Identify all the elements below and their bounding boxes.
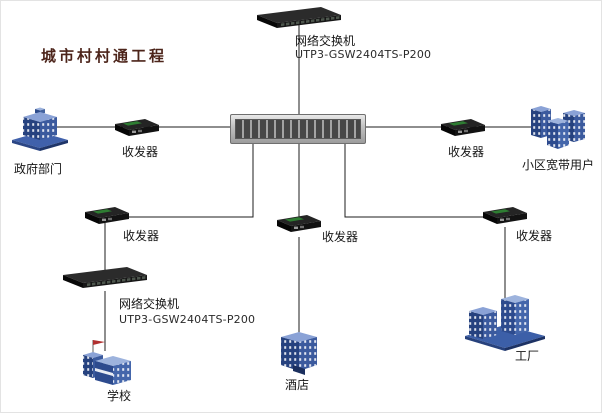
school-building-icon xyxy=(71,337,135,391)
transceiver-center-icon xyxy=(273,209,325,237)
top-switch-label: 网络交换机 xyxy=(295,34,356,48)
community-buildings-icon xyxy=(527,101,591,153)
bottom-switch-label: 网络交换机 xyxy=(119,297,180,311)
government-label: 政府部门 xyxy=(14,162,63,176)
factory-label: 工厂 xyxy=(515,349,540,363)
transceiver-right-middle-label: 收发器 xyxy=(516,229,553,243)
transceiver-left-middle-icon xyxy=(81,201,133,229)
community-label: 小区宽带用户 xyxy=(522,158,595,172)
transceiver-right-top-label: 收发器 xyxy=(448,145,485,159)
transceiver-right-top-icon xyxy=(437,113,489,141)
hotel-building-icon xyxy=(273,327,327,377)
factory-buildings-icon xyxy=(463,291,547,351)
transceiver-left-middle-label: 收发器 xyxy=(123,229,160,243)
hotel-label: 酒店 xyxy=(285,378,310,392)
diagram-title: 城市村村通工程 xyxy=(41,47,168,65)
transceiver-left-top-icon xyxy=(111,113,163,141)
top-switch-model: UTP3-GSW2404TS-P200 xyxy=(295,48,432,61)
school-label: 学校 xyxy=(107,389,132,403)
transceiver-center-label: 收发器 xyxy=(322,230,359,244)
bottom-switch-model: UTP3-GSW2404TS-P200 xyxy=(119,313,256,326)
government-building-icon xyxy=(11,104,69,154)
transceiver-right-middle-icon xyxy=(479,201,531,229)
rack-slots xyxy=(235,119,361,139)
transceiver-left-top-label: 收发器 xyxy=(122,145,159,159)
bottom-switch-icon xyxy=(59,264,151,292)
top-switch-icon xyxy=(253,4,345,32)
media-converter-rack-icon xyxy=(230,114,366,144)
